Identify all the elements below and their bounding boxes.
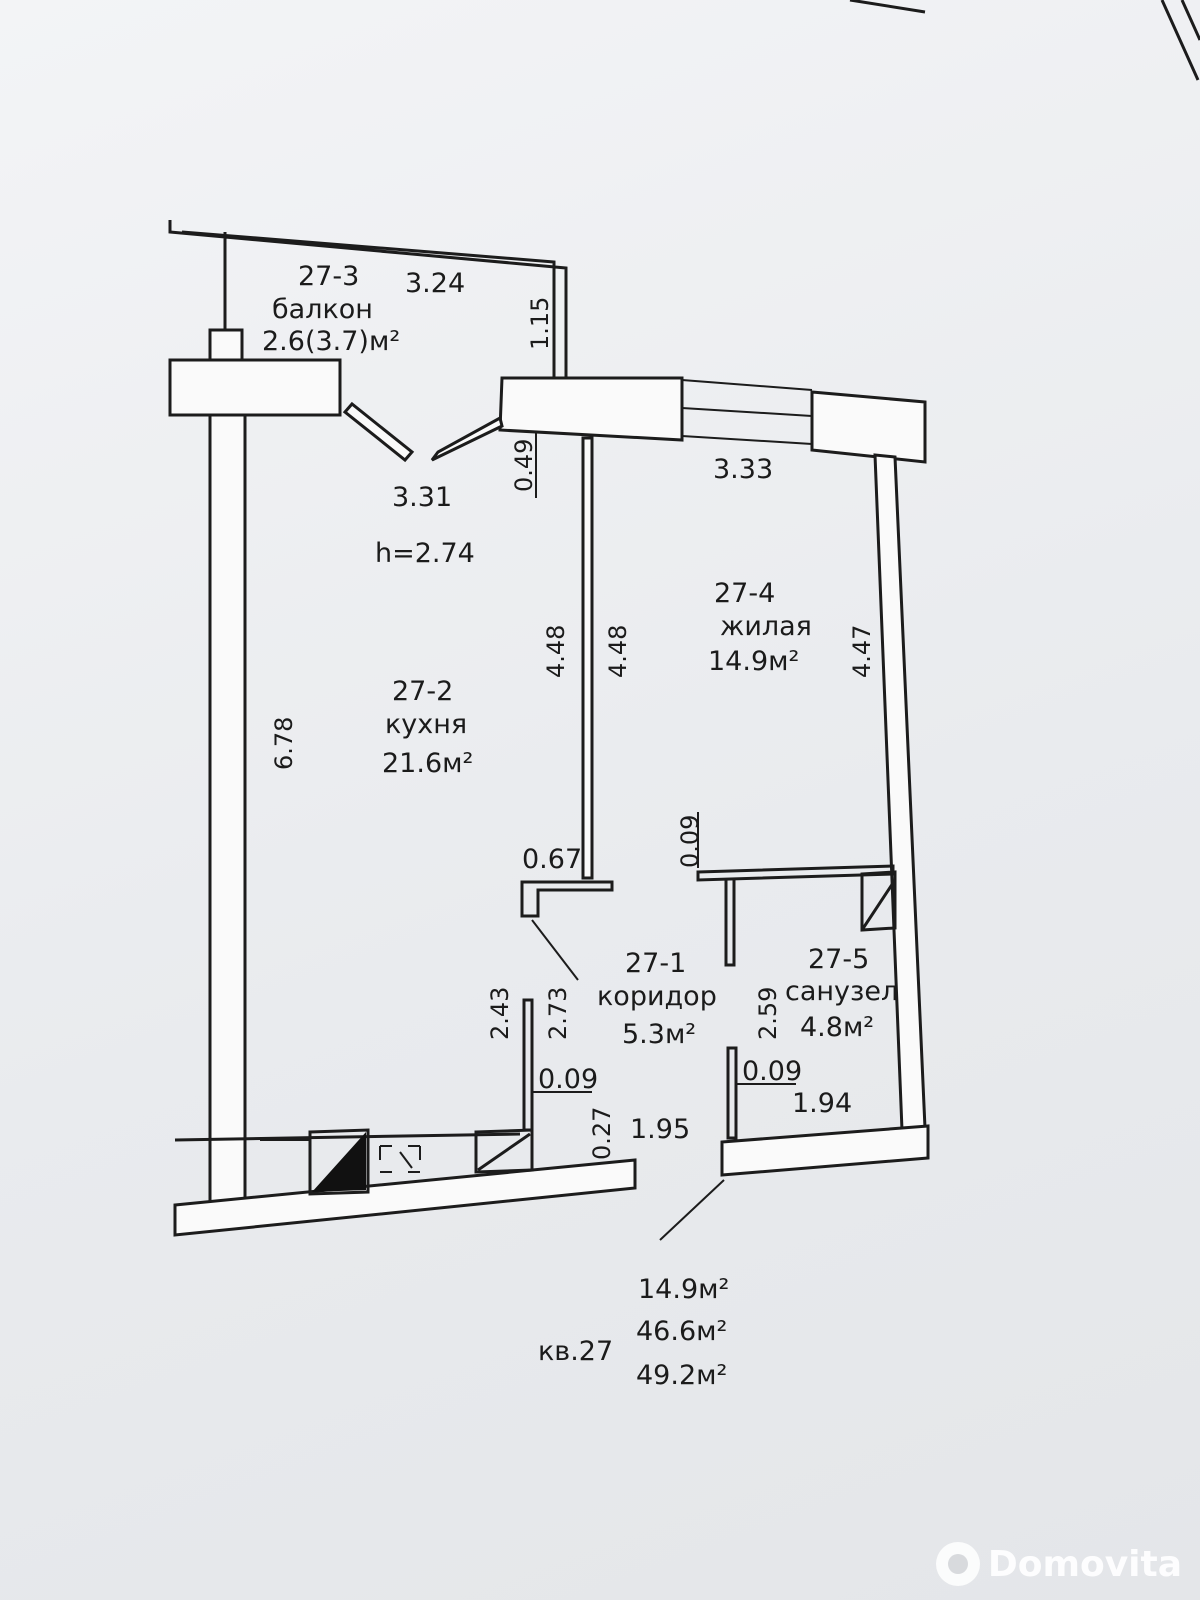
- wall-0-09-left: 0.09: [538, 1064, 598, 1095]
- apartment-label: кв.27: [538, 1336, 613, 1367]
- living-width: 3.33: [713, 454, 773, 485]
- total-area-with-balcony: 49.2м²: [636, 1360, 727, 1391]
- living-name: жилая: [720, 611, 812, 642]
- wall-kitchen-living: [581, 436, 594, 880]
- bath-shaft: [860, 870, 897, 932]
- ceiling-height: h=2.74: [375, 538, 475, 569]
- living-side-right: 4.47: [848, 625, 876, 678]
- corridor-shaft: [474, 1128, 534, 1174]
- bathroom-name: санузел: [785, 976, 898, 1007]
- wall-bath-left: [726, 1046, 738, 1140]
- kitchen-name: кухня: [385, 709, 467, 740]
- stove-symbol-icon: [379, 1145, 421, 1173]
- corridor-2-43: 2.43: [486, 987, 514, 1040]
- kitchen-width: 3.31: [392, 482, 452, 513]
- kitchen-side: 4.48: [542, 625, 570, 678]
- wall-0-49: 0.49: [510, 439, 538, 492]
- total-living-area: 14.9м²: [638, 1274, 729, 1305]
- wall-0-67: 0.67: [522, 844, 582, 875]
- balcony-door-left: [342, 401, 415, 463]
- living-area: 14.9м²: [708, 646, 799, 677]
- kitchen-area: 21.6м²: [382, 748, 473, 779]
- door-swing-entry: [659, 1179, 725, 1241]
- balcony-outline: [168, 220, 568, 385]
- window-frame: [681, 379, 813, 445]
- corridor-area: 5.3м²: [622, 1019, 696, 1050]
- bath-2-59: 2.59: [754, 987, 782, 1040]
- wall-top-middle: [498, 376, 684, 442]
- wall-bath-stub: [724, 880, 736, 967]
- wall-stub: [520, 880, 614, 918]
- bathroom-id: 27-5: [808, 944, 869, 975]
- wall-top-right: [810, 390, 927, 464]
- balcony-width: 3.24: [405, 268, 465, 299]
- kitchen-cabinets: [244, 1139, 310, 1196]
- wall-0-09-right: 0.09: [742, 1056, 802, 1087]
- bath-width: 1.94: [792, 1088, 852, 1119]
- living-side-left: 4.48: [604, 625, 632, 678]
- total-area: 46.6м²: [636, 1316, 727, 1347]
- balcony-name: балкон: [272, 294, 373, 325]
- wall-0-09-top: 0.09: [676, 815, 704, 868]
- corridor-name: коридор: [597, 981, 717, 1012]
- kitchen-shaft-fill: [312, 1132, 366, 1192]
- corridor-2-73: 2.73: [544, 987, 572, 1040]
- balcony-depth: 1.15: [526, 297, 554, 350]
- wall-0-27: 0.27: [588, 1107, 616, 1160]
- wall-bottom-left: [173, 1158, 637, 1237]
- wall-corridor-left: [522, 998, 534, 1132]
- sheet-edge: [849, 0, 1200, 81]
- balcony-door-right: [430, 415, 504, 462]
- living-id: 27-4: [714, 578, 775, 609]
- kitchen-id: 27-2: [392, 676, 453, 707]
- corridor-id: 27-1: [625, 948, 686, 979]
- wall-left: [208, 410, 247, 1204]
- watermark-icon: [935, 1542, 980, 1586]
- kitchen-shaft: [308, 1128, 370, 1196]
- wall-post: [208, 328, 244, 362]
- bathroom-area: 4.8м²: [800, 1012, 874, 1043]
- kitchen-length: 6.78: [270, 717, 298, 770]
- wall-bath-top: [696, 864, 895, 882]
- wall-bottom-right: [720, 1124, 930, 1177]
- corridor-width: 1.95: [630, 1114, 690, 1145]
- door-swing-kitchen: [531, 919, 579, 981]
- balcony-area: 2.6(3.7)м²: [262, 326, 400, 357]
- watermark-logo: Domovita: [935, 1542, 1182, 1586]
- watermark-text: Domovita: [987, 1543, 1182, 1585]
- balcony-id: 27-3: [298, 261, 359, 292]
- wall-bottom-edge: [174, 1132, 521, 1142]
- wall-right: [873, 453, 927, 1132]
- wall-top-left: [168, 358, 342, 417]
